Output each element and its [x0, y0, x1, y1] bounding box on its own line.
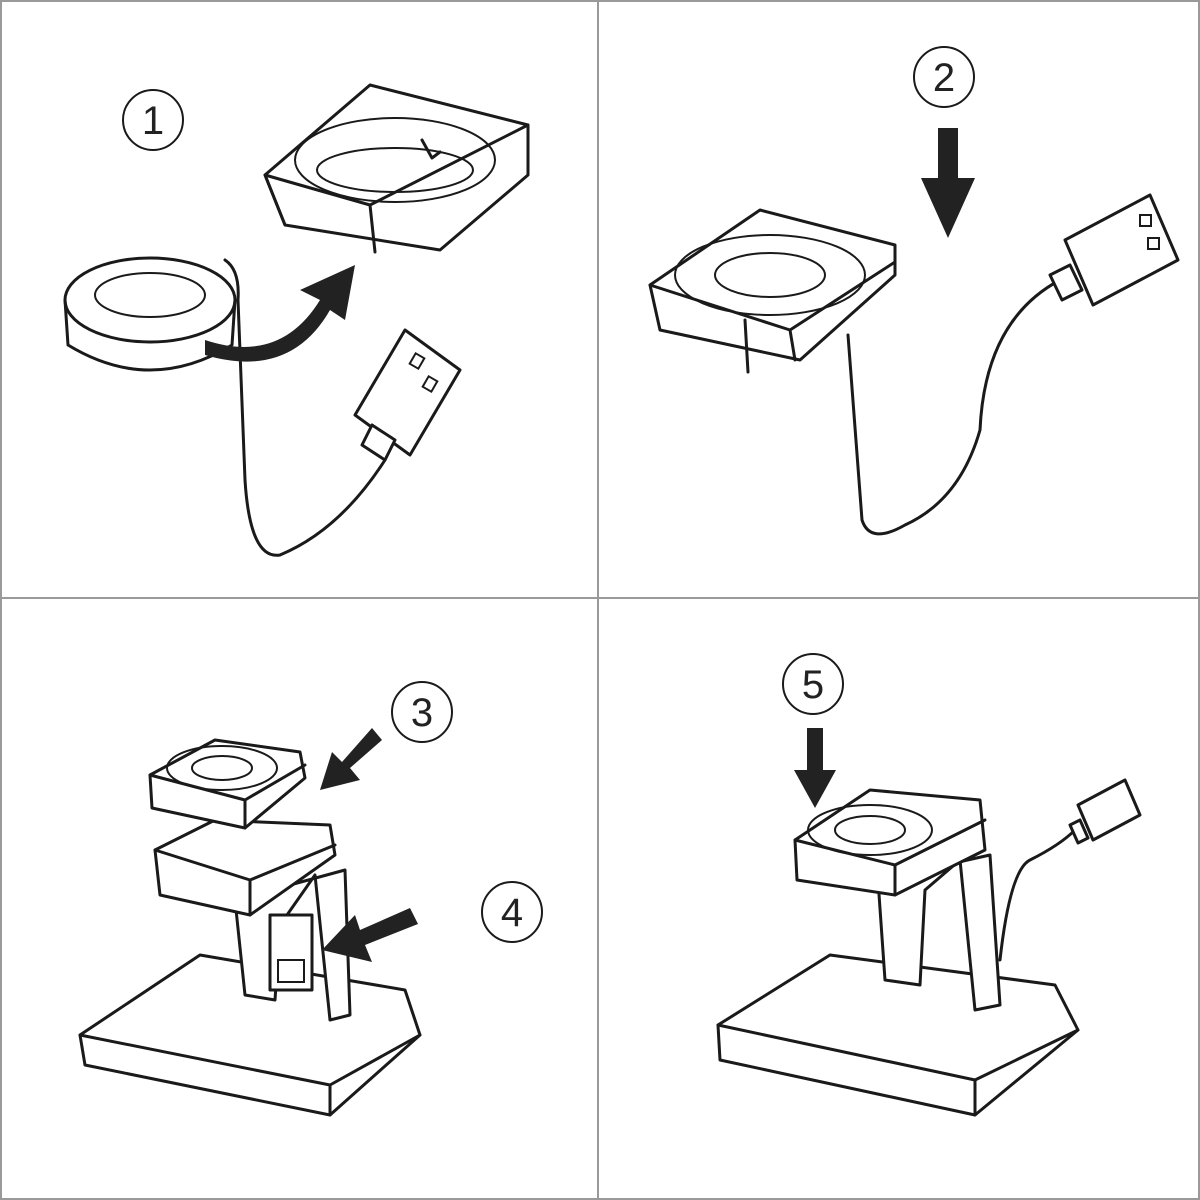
arrow-step-3 — [320, 728, 382, 790]
step-3-badge: 3 — [391, 681, 453, 743]
completed-usb-plug — [1068, 778, 1142, 845]
usb-connector — [353, 328, 462, 462]
step-4-number: 4 — [501, 891, 523, 935]
down-arrow-step-5 — [794, 728, 836, 808]
panel-step-1: 1 — [63, 83, 530, 557]
panel-step-3-4: 3 4 — [78, 681, 543, 1117]
cable — [846, 278, 1062, 536]
down-arrow — [921, 128, 975, 238]
usb-in-slot — [268, 913, 314, 992]
completed-charger-head — [793, 788, 987, 897]
step-3-number: 3 — [411, 691, 433, 735]
step-5-number: 5 — [802, 663, 824, 707]
step-4-badge: 4 — [481, 881, 543, 943]
stand-column — [233, 868, 352, 1022]
arrow-step-4 — [322, 908, 418, 962]
step-1-number: 1 — [142, 99, 164, 143]
panel-step-5: 5 — [716, 653, 1142, 1117]
step-1-badge: 1 — [122, 89, 184, 151]
charger-head-insert — [148, 738, 307, 830]
usb-plug — [1048, 193, 1180, 307]
step-2-number: 2 — [933, 56, 955, 100]
panel-step-2: 2 — [648, 46, 1180, 536]
stand-top-housing — [263, 83, 530, 254]
curved-arrow — [205, 265, 355, 362]
stand-cradle — [153, 818, 337, 917]
completed-cable — [998, 828, 1077, 962]
assembled-charger-head — [648, 208, 897, 374]
step-5-badge: 5 — [782, 653, 844, 715]
step-2-badge: 2 — [913, 46, 975, 108]
